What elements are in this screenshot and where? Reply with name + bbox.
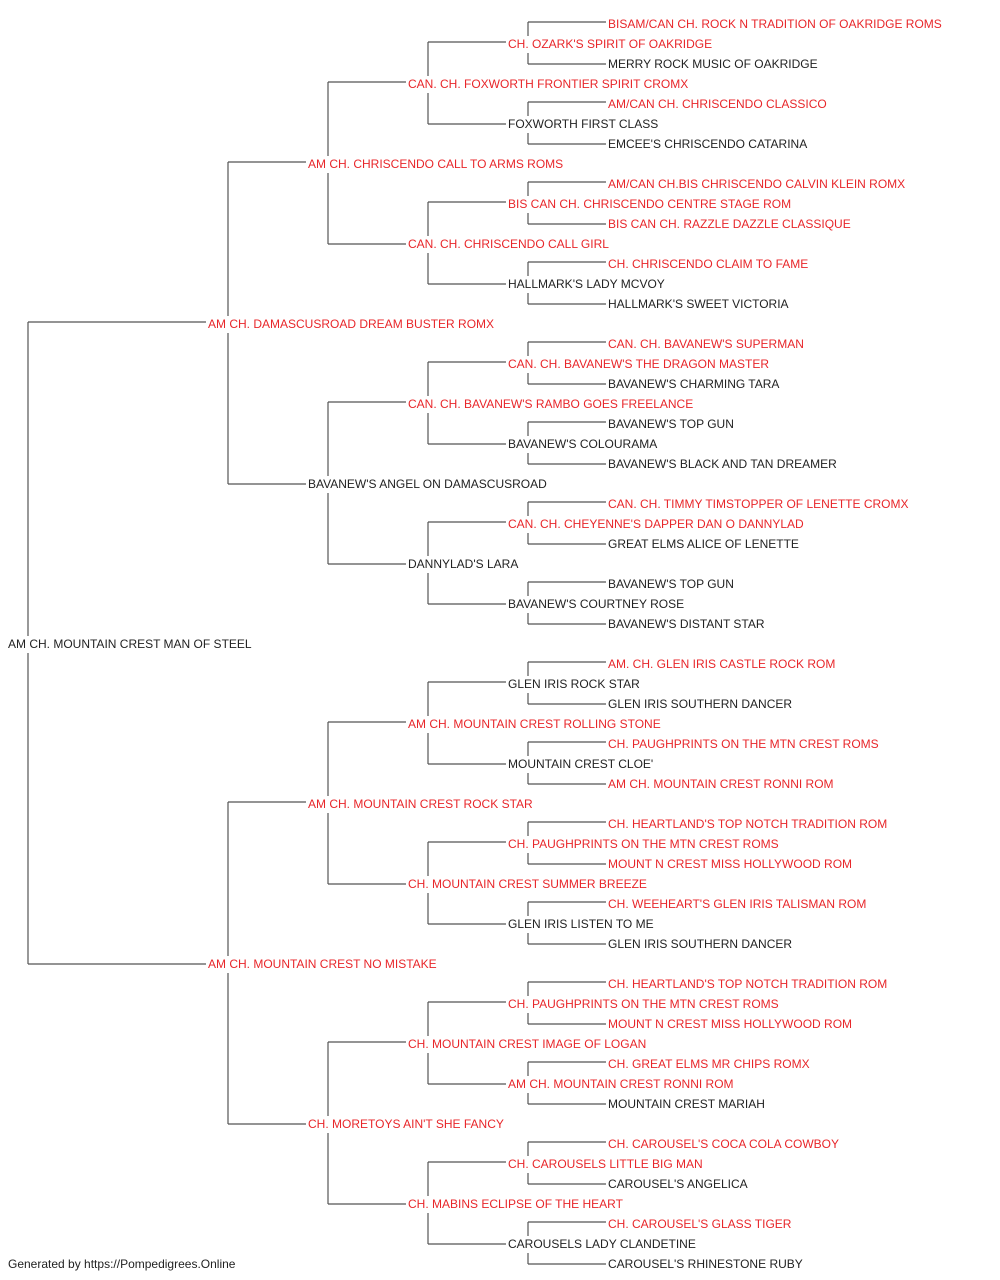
ancestor-name: CH. GREAT ELMS MR CHIPS ROMX <box>608 1057 810 1071</box>
ancestor-name: AM CH. MOUNTAIN CREST ROCK STAR <box>308 797 533 811</box>
ancestor-name: BAVANEW'S TOP GUN <box>608 577 734 591</box>
ancestor-name: MERRY ROCK MUSIC OF OAKRIDGE <box>608 57 818 71</box>
ancestor-name: MOUNTAIN CREST MARIAH <box>608 1097 765 1111</box>
ancestor-name: CAN. CH. FOXWORTH FRONTIER SPIRIT CROMX <box>408 77 689 91</box>
ancestor-name: CAN. CH. BAVANEW'S SUPERMAN <box>608 337 804 351</box>
ancestor-name: MOUNT N CREST MISS HOLLYWOOD ROM <box>608 1017 853 1031</box>
ancestor-name: CAN. CH. CHEYENNE'S DAPPER DAN O DANNYLA… <box>508 517 804 531</box>
ancestor-name: CH. MOUNTAIN CREST IMAGE OF LOGAN <box>408 1037 647 1051</box>
ancestor-name: BIS CAN CH. RAZZLE DAZZLE CLASSIQUE <box>608 217 851 231</box>
ancestor-name: GLEN IRIS ROCK STAR <box>508 677 640 691</box>
ancestor-name: CH. OZARK'S SPIRIT OF OAKRIDGE <box>508 37 713 51</box>
ancestor-name: HALLMARK'S SWEET VICTORIA <box>608 297 789 311</box>
ancestor-name: MOUNT N CREST MISS HOLLYWOOD ROM <box>608 857 853 871</box>
ancestor-name: AM CH. MOUNTAIN CREST RONNI ROM <box>608 777 834 791</box>
ancestor-name: AM CH. MOUNTAIN CREST NO MISTAKE <box>208 957 437 971</box>
ancestor-name: CH. PAUGHPRINTS ON THE MTN CREST ROMS <box>508 837 779 851</box>
ancestor-name: CH. CAROUSEL'S GLASS TIGER <box>608 1217 792 1231</box>
ancestor-name: CH. HEARTLAND'S TOP NOTCH TRADITION ROM <box>608 977 888 991</box>
ancestor-name: BAVANEW'S COURTNEY ROSE <box>508 597 685 611</box>
ancestor-name: CAN. CH. TIMMY TIMSTOPPER OF LENETTE CRO… <box>608 497 909 511</box>
ancestor-name: CH. HEARTLAND'S TOP NOTCH TRADITION ROM <box>608 817 888 831</box>
ancestor-name: CH. PAUGHPRINTS ON THE MTN CREST ROMS <box>608 737 879 751</box>
ancestor-name: CAN. CH. BAVANEW'S RAMBO GOES FREELANCE <box>408 397 694 411</box>
ancestor-name: CAROUSEL'S ANGELICA <box>608 1177 748 1191</box>
ancestor-name: EMCEE'S CHRISCENDO CATARINA <box>608 137 808 151</box>
ancestor-name: CAROUSEL'S RHINESTONE RUBY <box>608 1257 803 1271</box>
ancestor-name: CH. CAROUSEL'S COCA COLA COWBOY <box>608 1137 840 1151</box>
ancestor-name: AM CH. MOUNTAIN CREST ROLLING STONE <box>408 717 661 731</box>
ancestor-name: CH. MABINS ECLIPSE OF THE HEART <box>408 1197 623 1211</box>
ancestor-name: CH. MORETOYS AIN'T SHE FANCY <box>308 1117 504 1131</box>
ancestor-name: AM/CAN CH.BIS CHRISCENDO CALVIN KLEIN RO… <box>608 177 906 191</box>
ancestor-name: GLEN IRIS SOUTHERN DANCER <box>608 697 793 711</box>
ancestor-name: BISAM/CAN CH. ROCK N TRADITION OF OAKRID… <box>608 17 942 31</box>
ancestor-name: AM/CAN CH. CHRISCENDO CLASSICO <box>608 97 827 111</box>
ancestor-name: BIS CAN CH. CHRISCENDO CENTRE STAGE ROM <box>508 197 792 211</box>
ancestor-name: DANNYLAD'S LARA <box>408 557 519 571</box>
ancestor-name: MOUNTAIN CREST CLOE' <box>508 757 654 771</box>
ancestor-name: BAVANEW'S COLOURAMA <box>508 437 658 451</box>
ancestor-name: AM. CH. GLEN IRIS CASTLE ROCK ROM <box>608 657 836 671</box>
ancestor-name: BAVANEW'S TOP GUN <box>608 417 734 431</box>
footer-credit: Generated by https://Pompedigrees.Online <box>8 1257 236 1271</box>
ancestor-name: GREAT ELMS ALICE OF LENETTE <box>608 537 799 551</box>
ancestor-name: CH. CHRISCENDO CLAIM TO FAME <box>608 257 809 271</box>
ancestor-name: BAVANEW'S CHARMING TARA <box>608 377 780 391</box>
ancestor-name: CH. WEEHEART'S GLEN IRIS TALISMAN ROM <box>608 897 867 911</box>
ancestor-name: CH. PAUGHPRINTS ON THE MTN CREST ROMS <box>508 997 779 1011</box>
ancestor-name: GLEN IRIS SOUTHERN DANCER <box>608 937 793 951</box>
ancestor-name: HALLMARK'S LADY MCVOY <box>508 277 665 291</box>
ancestor-name: AM CH. MOUNTAIN CREST RONNI ROM <box>508 1077 734 1091</box>
ancestor-name: GLEN IRIS LISTEN TO ME <box>508 917 654 931</box>
ancestor-name: FOXWORTH FIRST CLASS <box>508 117 659 131</box>
ancestor-name: BAVANEW'S BLACK AND TAN DREAMER <box>608 457 837 471</box>
ancestor-name: AM CH. DAMASCUSROAD DREAM BUSTER ROMX <box>208 317 495 331</box>
ancestor-name: CH. MOUNTAIN CREST SUMMER BREEZE <box>408 877 647 891</box>
ancestor-name: BAVANEW'S DISTANT STAR <box>608 617 765 631</box>
ancestor-name: CAN. CH. BAVANEW'S THE DRAGON MASTER <box>508 357 769 371</box>
ancestor-name: AM CH. CHRISCENDO CALL TO ARMS ROMS <box>308 157 564 171</box>
ancestor-name: CAROUSELS LADY CLANDETINE <box>508 1237 696 1251</box>
ancestor-name: BAVANEW'S ANGEL ON DAMASCUSROAD <box>308 477 547 491</box>
subject-name: AM CH. MOUNTAIN CREST MAN OF STEEL <box>8 637 252 651</box>
ancestor-name: CH. CAROUSELS LITTLE BIG MAN <box>508 1157 703 1171</box>
ancestor-name: CAN. CH. CHRISCENDO CALL GIRL <box>408 237 609 251</box>
